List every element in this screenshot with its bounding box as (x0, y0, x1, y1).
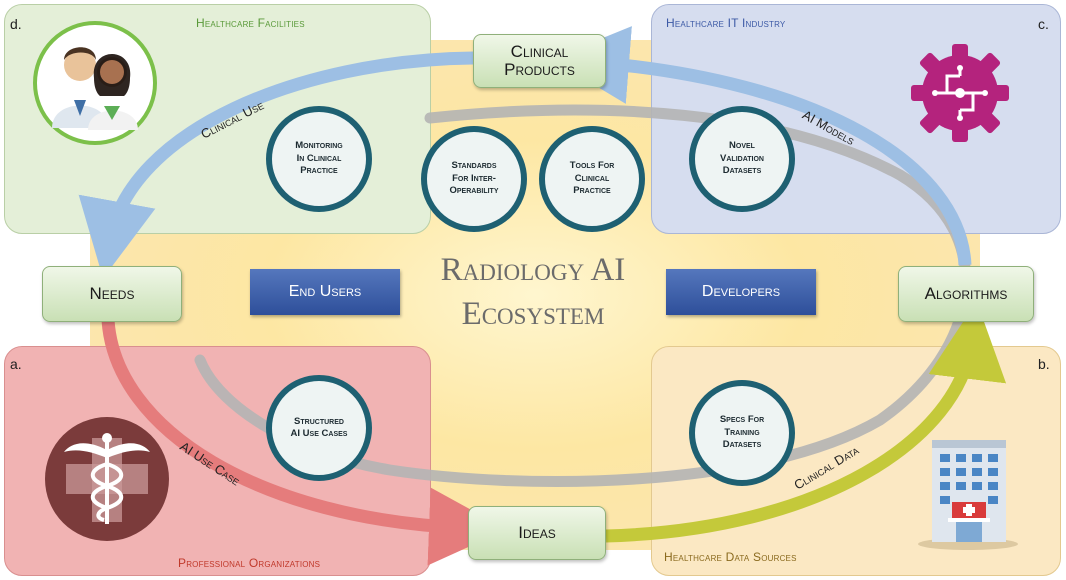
circle-monitoring-in-clinical-practice: Monitoring In Clinical Practice (266, 106, 372, 212)
clinical-products-node: Clinical Products (473, 34, 606, 88)
main-title-line1: Radiology AI (440, 252, 626, 288)
panel-title-healthcare-facilities: Healthcare Facilities (196, 16, 305, 30)
panel-title-healthcare-it-industry: Healthcare IT Industry (666, 16, 786, 30)
corner-label-a: a. (10, 356, 22, 372)
circle-standards-label: Standards For Inter- Operability (449, 160, 499, 197)
main-title-line2: Ecosystem (461, 296, 605, 332)
clinical-data-arrow (605, 301, 1007, 543)
ai-use-case-arrow (101, 319, 507, 566)
caduceus-icon (45, 417, 169, 541)
corner-label-d: d. (10, 16, 22, 32)
ideas-node: Ideas (468, 506, 606, 560)
hospital-building-icon (918, 440, 1018, 550)
circle-novel-label: Novel Validation Datasets (720, 140, 764, 177)
main-title: Radiology AI Ecosystem (410, 248, 656, 336)
panel-title-healthcare-data-sources: Healthcare Data Sources (664, 550, 797, 564)
circle-structured-ai-use-cases: Structured AI Use Cases (266, 375, 372, 481)
circle-monitoring-label: Monitoring In Clinical Practice (295, 140, 343, 177)
circle-tools-label: Tools For Clinical Practice (569, 160, 615, 197)
developers-box: Developers (666, 269, 816, 315)
needs-node: Needs (42, 266, 182, 322)
circle-specs-label: Specs For Training Datasets (719, 414, 765, 451)
corner-label-c: c. (1038, 16, 1049, 32)
ai-models-arrow (551, 26, 972, 266)
panel-title-professional-organizations: Professional Organizations (178, 556, 321, 570)
algorithms-node: Algorithms (898, 266, 1034, 322)
end-users-box: End Users (250, 269, 400, 315)
circle-specs-for-training-datasets: Specs For Training Datasets (689, 380, 795, 486)
ai-gear-icon (911, 44, 1009, 142)
doctors-avatar-icon (33, 21, 157, 145)
corner-label-b: b. (1038, 356, 1050, 372)
circle-tools-for-clinical-practice: Tools For Clinical Practice (539, 126, 645, 232)
circle-novel-validation-datasets: Novel Validation Datasets (689, 106, 795, 212)
clinical-use-arrow (78, 51, 474, 279)
clinical-products-line2: Products (504, 60, 575, 79)
clinical-products-line1: Clinical (510, 42, 569, 62)
circle-standards-for-interoperability: Standards For Inter- Operability (421, 126, 527, 232)
circle-structured-label: Structured AI Use Cases (290, 415, 348, 439)
